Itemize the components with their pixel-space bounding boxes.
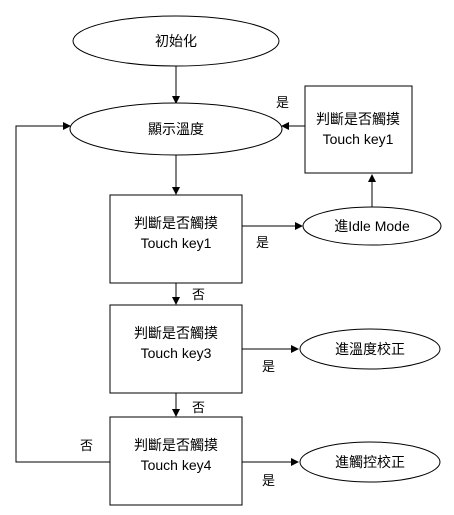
init-node xyxy=(72,15,280,67)
check-key1-idle-node xyxy=(304,85,413,174)
temp-calibration-label: 進溫度校正 xyxy=(335,341,405,357)
check-key3-line1: 判斷是否觸摸 xyxy=(134,325,218,341)
temp-calibration-node xyxy=(299,328,441,370)
edge-label-key1-yes: 是 xyxy=(256,235,269,250)
arrowhead xyxy=(172,297,180,305)
check-key1-line1: 判斷是否觸摸 xyxy=(134,215,218,231)
arrowhead xyxy=(291,345,299,353)
check-key1-idle-line2: Touch key1 xyxy=(323,131,394,147)
check-key3-node xyxy=(109,304,243,394)
check-key1-node xyxy=(109,194,243,284)
arrowhead xyxy=(172,187,180,195)
touch-calibration-label: 進觸控校正 xyxy=(335,454,405,470)
display-temp-label: 顯示溫度 xyxy=(148,121,204,137)
check-key4-node xyxy=(109,416,243,506)
arrowhead xyxy=(172,409,180,417)
edge-label-idle-key1-yes: 是 xyxy=(276,95,289,110)
arrowhead xyxy=(368,174,376,182)
check-key1-idle-line1: 判斷是否觸摸 xyxy=(316,111,400,127)
edge-key4-loop-to-display xyxy=(15,125,110,463)
edge-label-key3-yes: 是 xyxy=(262,359,275,374)
check-key4-line2: Touch key4 xyxy=(141,457,212,473)
arrowhead xyxy=(295,222,303,230)
edge-label-key3-no: 否 xyxy=(192,400,205,415)
touch-calibration-node xyxy=(299,441,441,483)
arrowhead xyxy=(172,96,180,104)
edge-label-key1-no: 否 xyxy=(192,287,205,302)
idle-mode-node xyxy=(302,206,442,246)
edge-label-key4-yes: 是 xyxy=(262,473,275,488)
check-key4-line1: 判斷是否觸摸 xyxy=(134,437,218,453)
arrowhead xyxy=(291,458,299,466)
arrowhead xyxy=(281,122,289,130)
edge-label-key4-no: 否 xyxy=(80,438,93,453)
check-key1-line2: Touch key1 xyxy=(141,235,212,251)
display-temp-node xyxy=(69,102,283,156)
arrowhead xyxy=(63,122,71,130)
check-key3-line2: Touch key3 xyxy=(141,345,212,361)
idle-mode-label: 進Idle Mode xyxy=(334,218,410,234)
init-label: 初始化 xyxy=(155,33,197,49)
